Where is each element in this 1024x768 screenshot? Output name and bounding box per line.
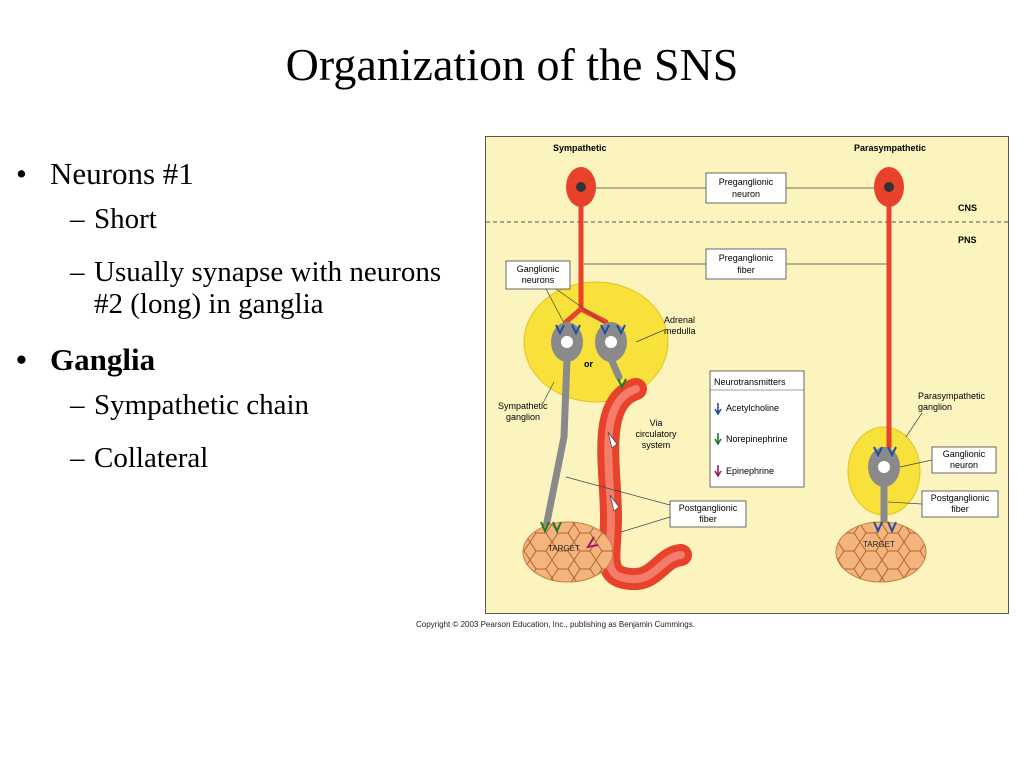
sympathetic-header: Sympathetic: [553, 143, 607, 153]
label-parasympathetic-ganglion: Parasympathetic: [918, 391, 986, 401]
label-neurotransmitters: Neurotransmitters Acetylcholine Norepine…: [709, 370, 805, 488]
bullet-list: •Neurons #1 –Short –Usually synapse with…: [14, 155, 454, 495]
sympathetic-nucleus: [576, 182, 586, 192]
legend-epinephrine: Epinephrine: [726, 466, 774, 476]
acetylcholine-arrow-icon: [714, 403, 722, 416]
label-line: neuron: [950, 460, 978, 470]
label-preganglionic-neuron: Preganglionic neuron: [705, 172, 787, 204]
bullet-dash: –: [70, 203, 85, 235]
bullet-dot: •: [16, 156, 27, 191]
label-sympathetic-ganglion: Sympathetic: [498, 401, 548, 411]
bullet-neurons: • Neurons #1: [14, 155, 454, 193]
leader-postganglionic-fiber: [565, 476, 671, 533]
label-preganglionic-fiber: Preganglionic fiber: [705, 248, 787, 280]
leader-adrenal-medulla: [635, 329, 665, 343]
label-via-1: Via: [650, 418, 663, 428]
adrenal-release-arrow: [617, 378, 627, 390]
leader-ganglionic-neurons: [545, 288, 605, 324]
label-parasympathetic-ganglion-2: ganglion: [918, 402, 952, 412]
label-line: Postganglionic: [679, 503, 738, 513]
label-ganglionic-neurons: Ganglionic neurons: [505, 260, 571, 290]
adrenal-cell-process: [607, 355, 623, 381]
label-postganglionic-fiber-symp: Postganglionic fiber: [669, 500, 747, 528]
label-line: fiber: [737, 265, 755, 275]
label-line: Ganglionic: [943, 449, 986, 459]
label-line: Postganglionic: [931, 493, 990, 503]
label-sympathetic-ganglion-2: ganglion: [506, 412, 540, 422]
leader-ganglionic-neuron: [899, 459, 933, 468]
acetylcholine-release-arrows: [555, 324, 626, 336]
sub-bullet-text: Usually synapse with neurons #2 (long) i…: [94, 256, 442, 320]
label-line: fiber: [699, 514, 717, 524]
label-adrenal-medulla: Adrenal: [664, 315, 695, 325]
parasympathetic-ach-arrows: [873, 446, 897, 458]
sub-bullet-text: Short: [94, 203, 157, 235]
sympathetic-ganglionic-nucleus: [561, 336, 573, 348]
leader-postganglionic-fiber-para: [887, 501, 923, 505]
sympathetic-target-label: TARGET: [548, 544, 580, 553]
diagram-svg: Sympathetic Parasympathetic CNS PNS TARG…: [486, 143, 1008, 591]
leader-sympathetic-ganglion: [541, 381, 555, 406]
bullet-dash: –: [70, 256, 85, 288]
norepinephrine-arrow-icon: [714, 433, 722, 446]
parasympathetic-header: Parasympathetic: [854, 143, 926, 153]
legend-acetylcholine: Acetylcholine: [726, 403, 779, 413]
sns-diagram: Sympathetic Parasympathetic CNS PNS TARG…: [485, 136, 1009, 614]
bullet-dash: –: [70, 389, 85, 421]
circulation-arrows: [607, 431, 620, 512]
bullet-dash: –: [70, 442, 85, 474]
bullet-text: Ganglia: [50, 342, 156, 377]
label-line: neuron: [732, 189, 760, 199]
legend-norepinephrine: Norepinephrine: [726, 434, 788, 444]
sub-bullet-short: –Short: [14, 203, 454, 235]
label-line: Preganglionic: [719, 177, 774, 187]
epinephrine-arrow-icon: [714, 465, 722, 478]
norepinephrine-release-arrows: [540, 521, 562, 534]
label-postganglionic-fiber-para: Postganglionic fiber: [921, 490, 999, 518]
sub-bullet-chain: –Sympathetic chain: [14, 389, 454, 421]
label-line: fiber: [951, 504, 969, 514]
copyright-notice: Copyright © 2003 Pearson Education, Inc.…: [416, 620, 695, 629]
label-line: neurons: [522, 275, 555, 285]
parasympathetic-target-arrows: [873, 521, 897, 534]
parasympathetic-target-label: TARGET: [863, 540, 895, 549]
sub-bullet-text: Sympathetic chain: [94, 389, 310, 421]
slide-title: Organization of the SNS: [285, 39, 739, 90]
parasympathetic-target-cells: [836, 522, 926, 582]
bullet-text: Neurons #1: [50, 156, 194, 191]
adrenal-cell-nucleus: [605, 336, 617, 348]
bullet-dot: •: [16, 342, 27, 377]
label-line: Preganglionic: [719, 253, 774, 263]
pns-label: PNS: [958, 235, 977, 245]
label-via-2: circulatory: [635, 429, 677, 439]
bullet-ganglia: • Ganglia: [14, 341, 454, 379]
parasympathetic-nucleus: [884, 182, 894, 192]
sympathetic-postganglionic-axon: [542, 355, 571, 531]
label-adrenal-medulla-2: medulla: [664, 326, 696, 336]
leader-parasympathetic-ganglion: [905, 412, 923, 438]
label-or: or: [584, 359, 593, 369]
sympathetic-target-cells: [523, 522, 613, 582]
sub-bullet-synapse: –Usually synapse with neurons #2 (long) …: [14, 256, 454, 320]
label-ganglionic-neuron: Ganglionic neuron: [931, 446, 997, 474]
neurotransmitters-title: Neurotransmitters: [714, 377, 786, 387]
label-via-3: system: [642, 440, 671, 450]
cns-label: CNS: [958, 203, 977, 213]
label-line: Ganglionic: [517, 264, 560, 274]
epinephrine-target-arrow: [585, 536, 599, 549]
sub-bullet-text: Collateral: [94, 442, 209, 474]
blood-vessel: [597, 378, 692, 591]
parasympathetic-ganglionic-nucleus: [878, 461, 890, 473]
sub-bullet-collateral: –Collateral: [14, 442, 454, 474]
